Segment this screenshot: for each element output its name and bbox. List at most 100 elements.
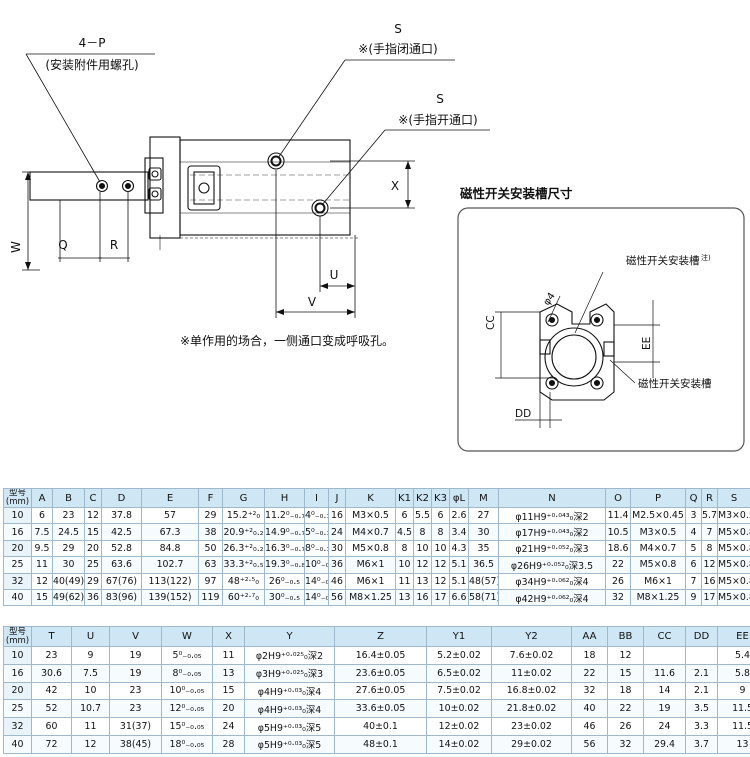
table-1-header: 型号(mm) A B C D E F G H I J K K1 K2 K3 φL… xyxy=(3,488,750,508)
table-cell: 19 xyxy=(109,663,162,683)
table-cell: 4 xyxy=(685,523,702,541)
header-cell: R xyxy=(701,488,718,508)
table-cell: M5×0.8 xyxy=(717,523,750,541)
table-cell: 20 xyxy=(84,539,102,558)
label-s2: S xyxy=(436,92,444,106)
table-cell: 2.1 xyxy=(685,663,718,683)
table-cell: 7.5 xyxy=(71,663,110,683)
technical-drawing: 4－P (安装附件用螺孔) S ※(手指闭通口) S ※(手指开通口) X W … xyxy=(9,22,745,452)
table-cell: 27 xyxy=(468,506,499,525)
table-cell: 42 xyxy=(31,681,72,701)
table-cell: φ3H9⁺⁰·⁰²⁵₀深3 xyxy=(244,663,335,683)
header-cell: Y xyxy=(244,626,335,647)
table-cell: 60⁺²·⁷₀ xyxy=(222,588,265,607)
table-cell: 20.9⁺²₀.₂ xyxy=(222,523,265,541)
table-cell: 46 xyxy=(328,572,346,590)
table-cell: 84.8 xyxy=(141,539,199,558)
dimension-table-2: 型号(mm) T U V W X Y Z Y1 Y2 AA BB CC DD E… xyxy=(3,626,750,754)
table-cell: 63 xyxy=(198,556,223,574)
table-cell: 24.5 xyxy=(52,523,85,541)
dimension-table-1: 型号(mm) A B C D E F G H I J K K1 K2 K3 φL… xyxy=(3,488,750,607)
table-cell: 7.6±0.02 xyxy=(491,646,572,665)
model-cell: 32 xyxy=(3,717,32,736)
table-cell: 30 xyxy=(328,539,346,558)
table-cell: 7 xyxy=(701,523,718,541)
table-cell: 16.3⁰₋₀.₇ xyxy=(264,539,305,558)
table-cell: 9 xyxy=(71,646,110,665)
table-cell: 16.8±0.02 xyxy=(491,681,572,701)
header-cell: Z xyxy=(334,626,427,647)
header-cell: U xyxy=(71,626,110,647)
table-cell: 3.3 xyxy=(685,717,718,736)
inset-label-bottom: 磁性开关安装槽 xyxy=(638,377,712,390)
table-cell: 17 xyxy=(701,588,718,607)
table-cell: 11±0.02 xyxy=(491,663,572,683)
table-cell: 5.5 xyxy=(413,506,432,525)
table-cell: 8 xyxy=(413,523,432,541)
table-cell: 5.4 xyxy=(717,646,750,665)
table-cell: 58(71) xyxy=(468,588,499,607)
table-cell: M6×1 xyxy=(345,556,396,574)
table-cell: φ4H9⁺⁰·⁰³₀深4 xyxy=(244,681,335,701)
table-cell: 8⁰₋₀.₁ xyxy=(304,539,329,558)
table-cell: M8×1.25 xyxy=(630,588,686,607)
table-cell: 13 xyxy=(395,588,414,607)
table-cell: 30⁰₋₀.₅ xyxy=(264,588,305,607)
table-cell: 14 xyxy=(643,681,686,701)
header-cell: K2 xyxy=(413,488,432,508)
header-cell: E xyxy=(141,488,199,508)
header-cell: F xyxy=(198,488,223,508)
table-cell: 48±0.1 xyxy=(334,734,427,754)
table-cell: 32 xyxy=(571,681,608,701)
header-cell: M xyxy=(468,488,499,508)
table-cell: M5×0.8 xyxy=(717,588,750,607)
table-cell: φ5H9⁺⁰·⁰³₀深5 xyxy=(244,717,335,736)
inset-title: 磁性开关安装槽尺寸 xyxy=(459,186,573,201)
table-cell: 97 xyxy=(198,572,223,590)
model-cell: 10 xyxy=(3,646,32,665)
table-cell: 46 xyxy=(571,717,608,736)
table-cell: M2.5×0.45 xyxy=(630,506,686,525)
table-cell: φ11H9⁺⁰·⁰⁴³₀深2 xyxy=(498,506,606,525)
note-single-acting: ※单作用的场合，一侧通口变成呼吸孔。 xyxy=(180,333,394,348)
table-cell: 10⁰₋₀.₁ xyxy=(304,556,329,574)
table-cell: 23±0.02 xyxy=(491,717,572,736)
table-cell: 5⁰₋₀.₁ xyxy=(304,523,329,541)
table-cell xyxy=(643,646,686,665)
model-cell: 40 xyxy=(3,734,32,754)
table-cell: 2.1 xyxy=(685,681,718,701)
table-cell: 56 xyxy=(328,588,346,607)
table-cell: 10.7 xyxy=(71,699,110,719)
table-cell: 11 xyxy=(212,646,245,665)
table-cell: 12 xyxy=(431,556,450,574)
table-cell: 139(152) xyxy=(141,588,199,607)
label-ee: EE xyxy=(641,337,653,350)
label-u: U xyxy=(330,268,339,282)
table-cell: 32 xyxy=(607,734,644,754)
table-cell: 6 xyxy=(31,506,53,525)
table-cell: 29 xyxy=(52,539,85,558)
table-cell: 19 xyxy=(643,699,686,719)
table-cell: 15.2⁺²₀ xyxy=(222,506,265,525)
header-cell: K3 xyxy=(431,488,450,508)
table-cell: 3.4 xyxy=(449,523,469,541)
table-cell: 42.5 xyxy=(101,523,142,541)
table-cell: 5 xyxy=(685,539,702,558)
table-cell: 11 xyxy=(31,556,53,574)
header-cell: Q xyxy=(685,488,702,508)
table-cell: 11.5 xyxy=(717,717,750,736)
table-cell: 10 xyxy=(71,681,110,701)
inset-label-top: 磁性开关安装槽 xyxy=(626,254,700,267)
table-cell: M3×0.5 xyxy=(630,523,686,541)
table-cell: 12 xyxy=(31,572,53,590)
label-s1: S xyxy=(394,22,402,36)
label-r: R xyxy=(110,238,118,252)
table-cell: 22 xyxy=(607,699,644,719)
header-cell: W xyxy=(161,626,213,647)
table-cell: 11 xyxy=(395,572,414,590)
